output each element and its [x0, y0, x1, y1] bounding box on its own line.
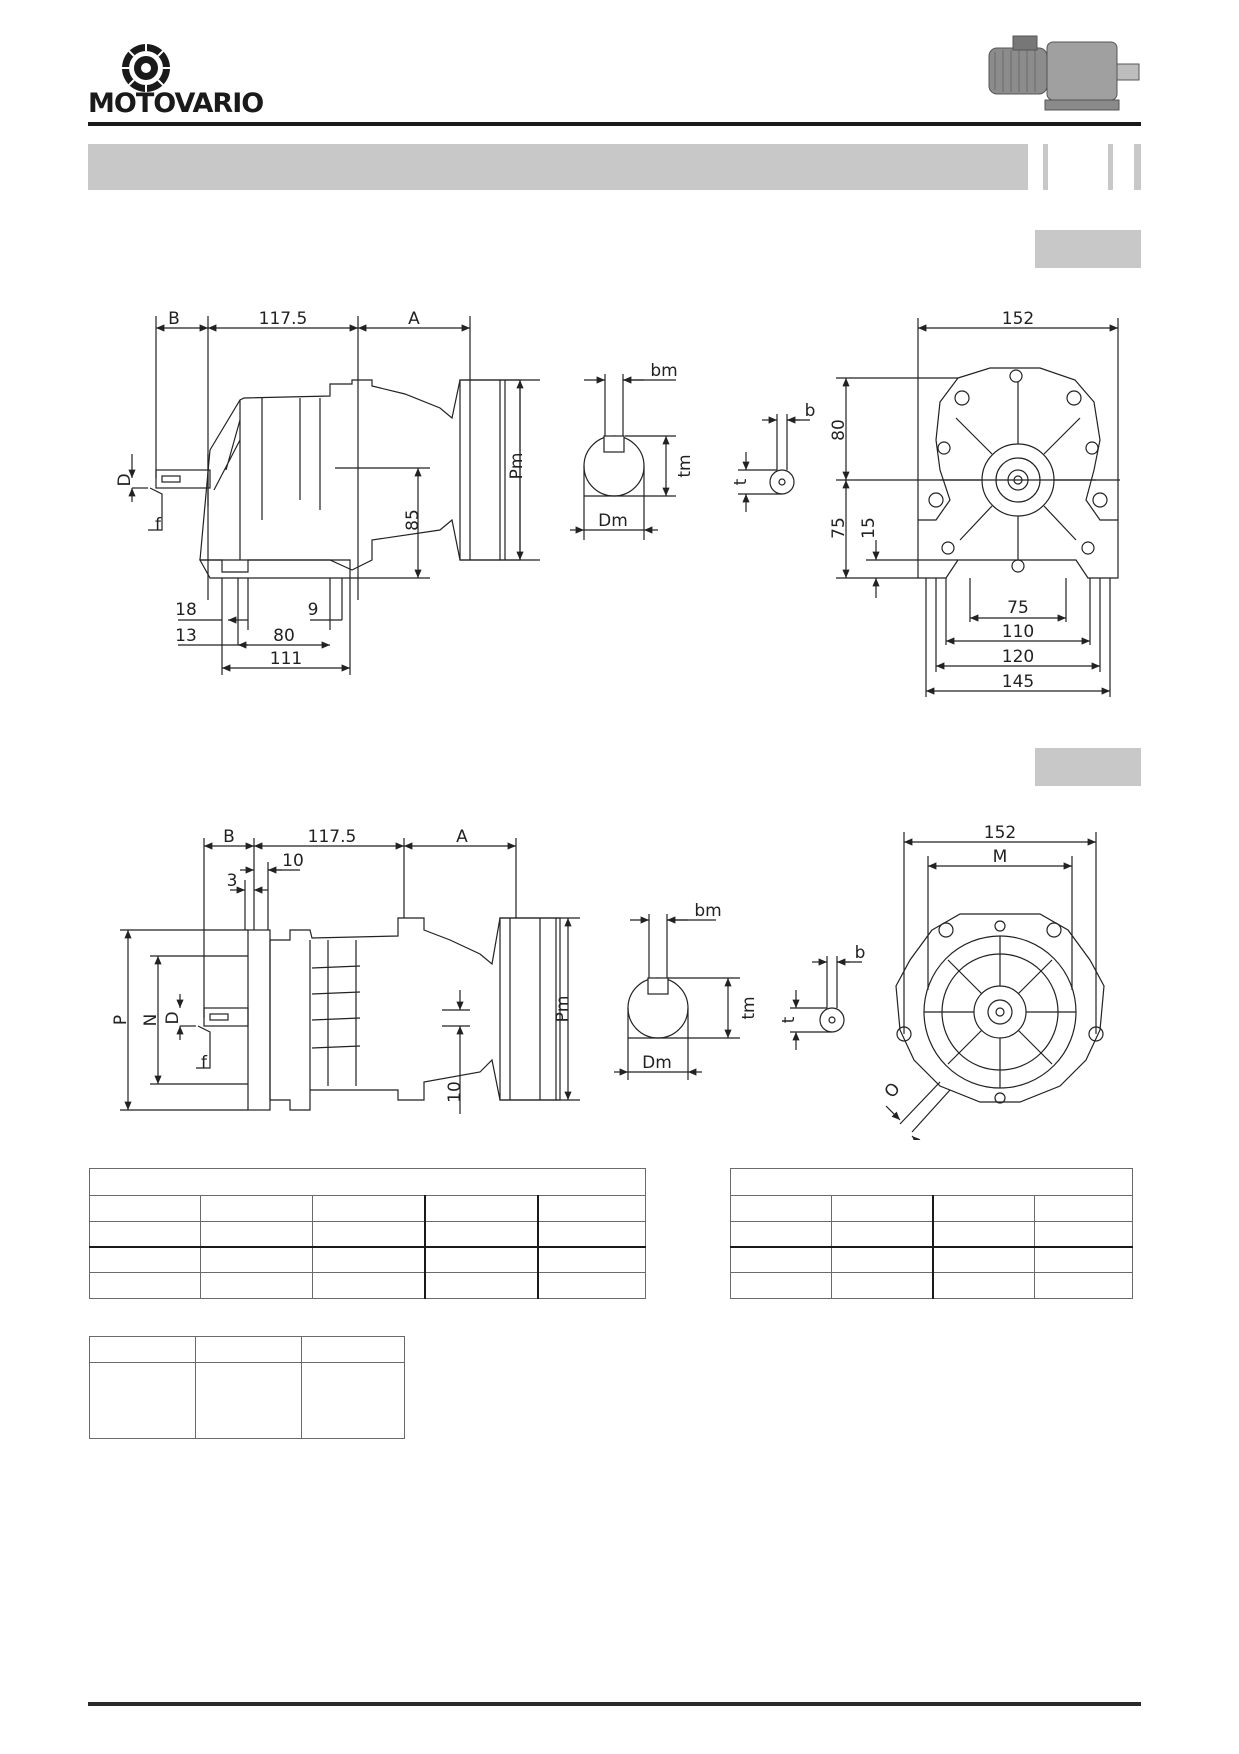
gearmotor-thumbnail-icon: [988, 35, 1140, 111]
dim-117-5: 117.5: [259, 309, 308, 329]
dim-9: 9: [308, 600, 319, 620]
dim-B: B: [168, 309, 180, 329]
dim-80-vertical: 80: [829, 419, 849, 441]
dim-A: A: [408, 309, 420, 329]
header-rule: [88, 122, 1141, 126]
title-bar-end: [1134, 144, 1141, 190]
dim-10: 10: [282, 851, 304, 871]
dim-b: b: [805, 401, 816, 421]
logo: [88, 40, 268, 120]
flange-end-view: [885, 832, 1105, 1140]
section-tab-foot-mounted: [1035, 230, 1141, 268]
shaft-section-motor: [570, 374, 676, 540]
dim-10-vertical: 10: [445, 1081, 465, 1103]
dim-t: t: [731, 478, 751, 485]
dim-80: 80: [273, 626, 295, 646]
dim-b: b: [855, 943, 866, 963]
dim-3: 3: [227, 871, 238, 891]
spec-table-right: [730, 1168, 1133, 1299]
dim-Pm: Pm: [553, 996, 573, 1023]
dim-M: M: [993, 847, 1008, 867]
title-tab: [1043, 144, 1113, 190]
dim-15: 15: [859, 517, 879, 539]
brand-name: MOTOVARIO: [88, 88, 264, 119]
dim-Dm: Dm: [598, 511, 628, 531]
output-shaft: [203, 1007, 249, 1027]
spec-table-small: [89, 1336, 405, 1439]
dim-85: 85: [403, 509, 423, 531]
output-flange: [247, 929, 271, 1111]
gearbox-body-side: [199, 379, 501, 571]
dim-18: 18: [175, 600, 197, 620]
dim-120: 120: [1002, 647, 1034, 667]
dim-75: 75: [1007, 598, 1029, 618]
section-tab-flange-mounted: [1035, 748, 1141, 786]
gearbox-end-view: [836, 318, 1120, 697]
dim-110: 110: [1002, 622, 1034, 642]
gearbox-foot: [198, 559, 351, 579]
dim-D: D: [115, 473, 135, 486]
shaft-section-motor: [614, 914, 740, 1080]
dim-f: f: [155, 515, 162, 535]
dim-D: D: [163, 1011, 183, 1024]
dim-152: 152: [984, 823, 1016, 843]
shaft-section-output: [738, 414, 810, 512]
logo-emblem-icon: [122, 44, 170, 92]
dim-Pm: Pm: [507, 453, 527, 480]
shaft-section-output: [790, 956, 862, 1050]
footer-rule: [88, 1702, 1141, 1706]
dim-t: t: [779, 1016, 799, 1023]
dim-Dm: Dm: [642, 1053, 672, 1073]
dim-152: 152: [1002, 309, 1034, 329]
dim-111: 111: [270, 649, 302, 669]
foot-mounted-drawing: B 117.5 A Pm 85 D f 18 13 9 80 111 bm tm…: [115, 309, 1120, 697]
dim-N: N: [141, 1014, 161, 1027]
dim-bm: bm: [650, 361, 677, 381]
spec-table-left: [89, 1168, 646, 1299]
dim-P: P: [111, 1015, 131, 1025]
gearbox-body: [269, 917, 557, 1111]
dim-B: B: [223, 827, 235, 847]
dim-tm: tm: [675, 454, 695, 477]
motor-flange: [499, 917, 561, 1101]
dim-bm: bm: [694, 901, 721, 921]
dim-tm: tm: [739, 996, 759, 1019]
title-bar: [88, 144, 1028, 190]
dim-75-vertical: 75: [829, 517, 849, 539]
dim-f: f: [201, 1053, 208, 1073]
dim-145: 145: [1002, 672, 1034, 692]
dim-A: A: [456, 827, 468, 847]
dim-13: 13: [175, 626, 197, 646]
dim-117-5: 117.5: [308, 827, 357, 847]
flange-mounted-drawing: B 117.5 A 10 3 P N D f Pm 10 bm tm Dm: [111, 823, 1105, 1140]
output-shaft: [155, 469, 211, 489]
dim-O: O: [881, 1079, 905, 1102]
